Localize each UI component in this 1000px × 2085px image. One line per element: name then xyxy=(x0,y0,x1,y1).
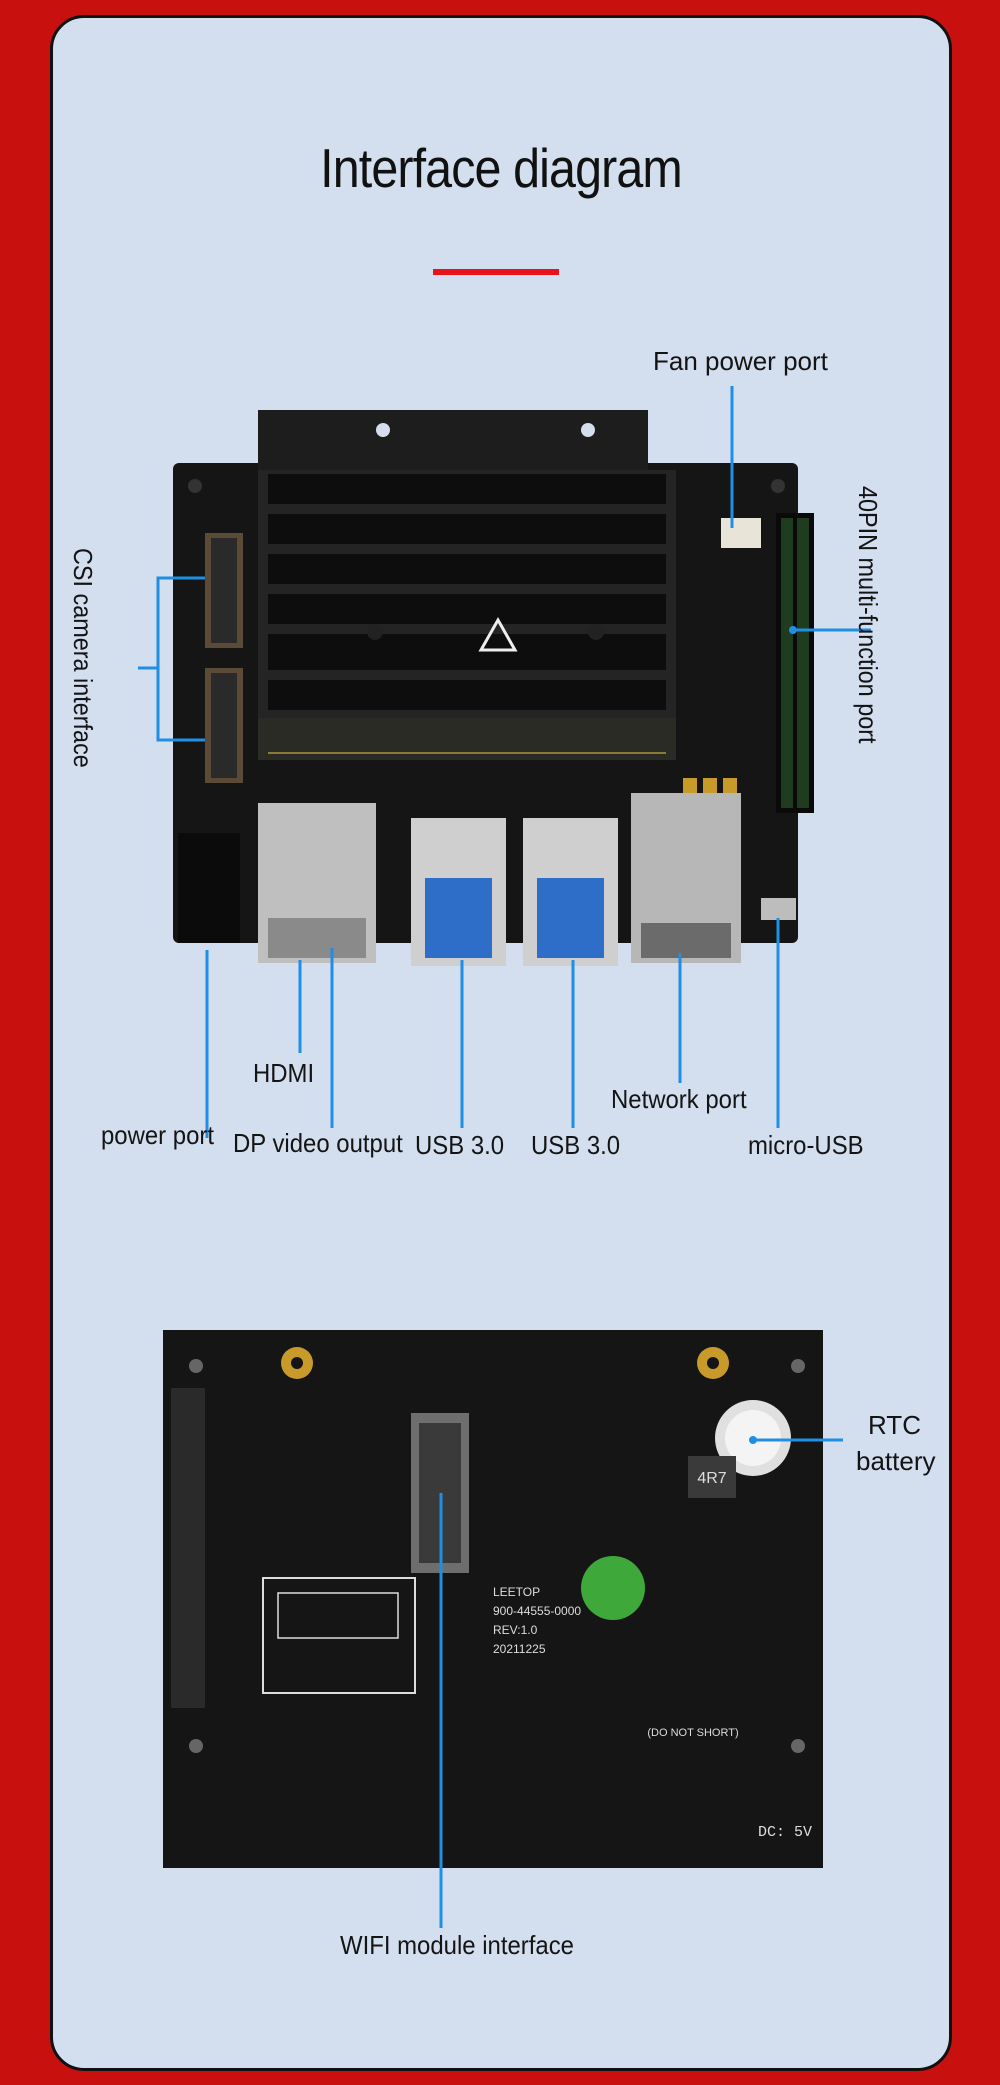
label-rtc-line1: RTC xyxy=(868,1410,921,1440)
micro-usb-connector xyxy=(761,898,796,920)
carrier-board-bottom: 4R7 LEETOP 900-44555-0000 REV:1.0 202112… xyxy=(163,1330,823,1868)
dc-marking: DC: 5V xyxy=(758,1824,812,1841)
board-illustration: 4R7 LEETOP 900-44555-0000 REV:1.0 202112… xyxy=(138,386,871,1928)
fan-connector xyxy=(721,518,761,548)
label-hdmi: HDMI xyxy=(253,1058,315,1088)
board-part-number: 900-44555-0000 xyxy=(493,1604,581,1618)
pin-holes-bottom xyxy=(171,1388,205,1708)
leader-lines-bottom xyxy=(439,1436,843,1928)
do-not-short-marking: (DO NOT SHORT) xyxy=(647,1727,738,1739)
carrier-board-top xyxy=(173,410,814,966)
board-date: 20211225 xyxy=(493,1642,546,1656)
label-micro-usb: micro-USB xyxy=(748,1130,864,1160)
diagram-panel: Interface diagram xyxy=(50,15,952,2071)
board-brand: LEETOP xyxy=(493,1585,540,1599)
label-power-port: power port xyxy=(101,1120,215,1150)
usb3-port-1 xyxy=(411,818,506,966)
label-dp-video: DP video output xyxy=(233,1128,403,1158)
hdmi-dp-port xyxy=(258,803,376,963)
label-pin-header: 40PIN multi-function port xyxy=(853,486,883,744)
csi-connector-2 xyxy=(205,668,243,783)
title-underline xyxy=(433,269,559,275)
ethernet-port xyxy=(631,793,741,963)
power-jack xyxy=(178,833,240,943)
page-title: Interface diagram xyxy=(320,137,683,199)
leader-lines-top xyxy=(138,386,871,1138)
label-wifi-module: WIFI module interface xyxy=(340,1930,574,1960)
label-usb-b: USB 3.0 xyxy=(531,1130,621,1160)
usb3-port-2 xyxy=(523,818,618,966)
label-csi-camera: CSI camera interface xyxy=(68,548,98,768)
label-usb-a: USB 3.0 xyxy=(415,1130,505,1160)
label-rtc-line2: battery xyxy=(856,1446,936,1476)
label-fan-power-port: Fan power port xyxy=(653,346,828,376)
board-revision: REV:1.0 xyxy=(493,1623,538,1637)
label-network-port: Network port xyxy=(611,1084,747,1114)
inductor-marking: 4R7 xyxy=(697,1470,726,1487)
csi-connector-1 xyxy=(205,533,243,648)
heatsink xyxy=(258,410,676,760)
pin-header-40 xyxy=(776,513,814,813)
